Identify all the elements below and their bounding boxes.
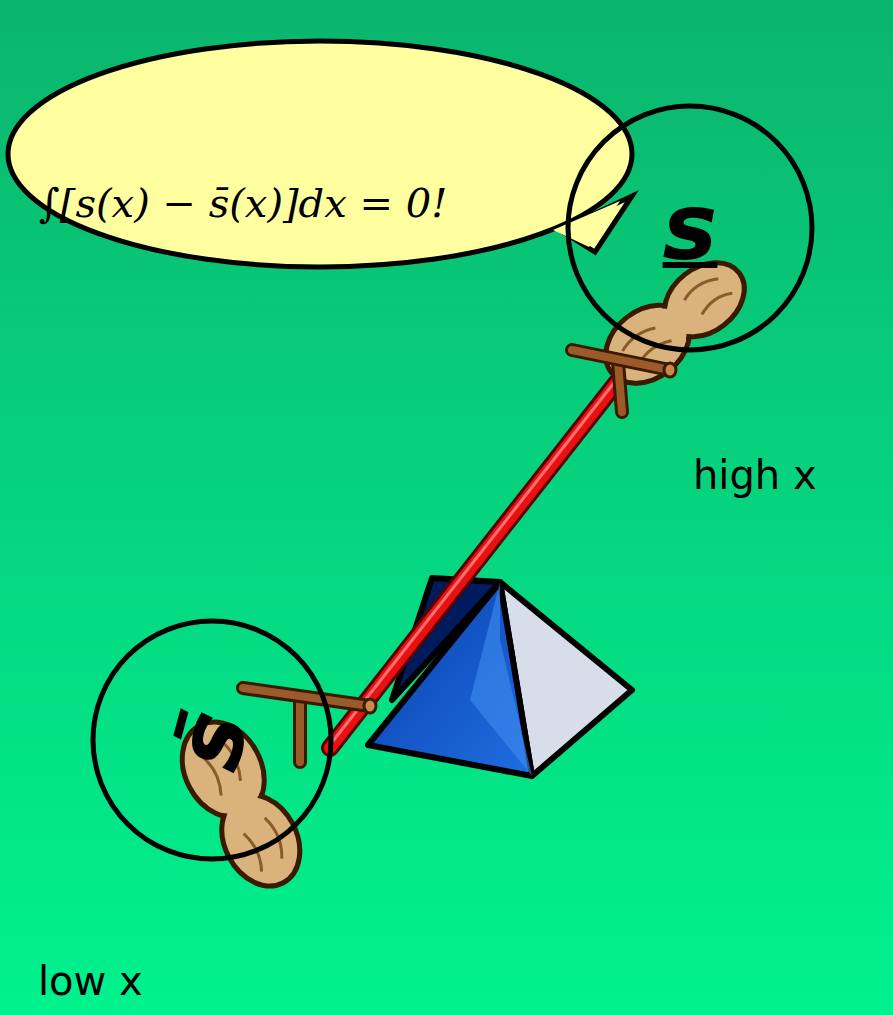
symbol-text: s̄ [154, 700, 270, 780]
axis-label: low x [38, 958, 143, 1004]
quark-circle: s [565, 103, 815, 353]
antiquark-circle: s̄ [90, 618, 334, 862]
formula-text: ∫[s(x) − s̄(x)]dx = 0! [39, 180, 447, 226]
fulcrum-pyramid [368, 578, 632, 776]
axis-label: high x [693, 452, 817, 498]
speech-bubble: ∫[s(x) − s̄(x)]dx = 0! [5, 38, 635, 270]
seesaw-bar [330, 368, 628, 748]
bubble-outline [5, 38, 635, 270]
symbol-text: s [663, 175, 718, 281]
seat-handle [572, 350, 676, 412]
